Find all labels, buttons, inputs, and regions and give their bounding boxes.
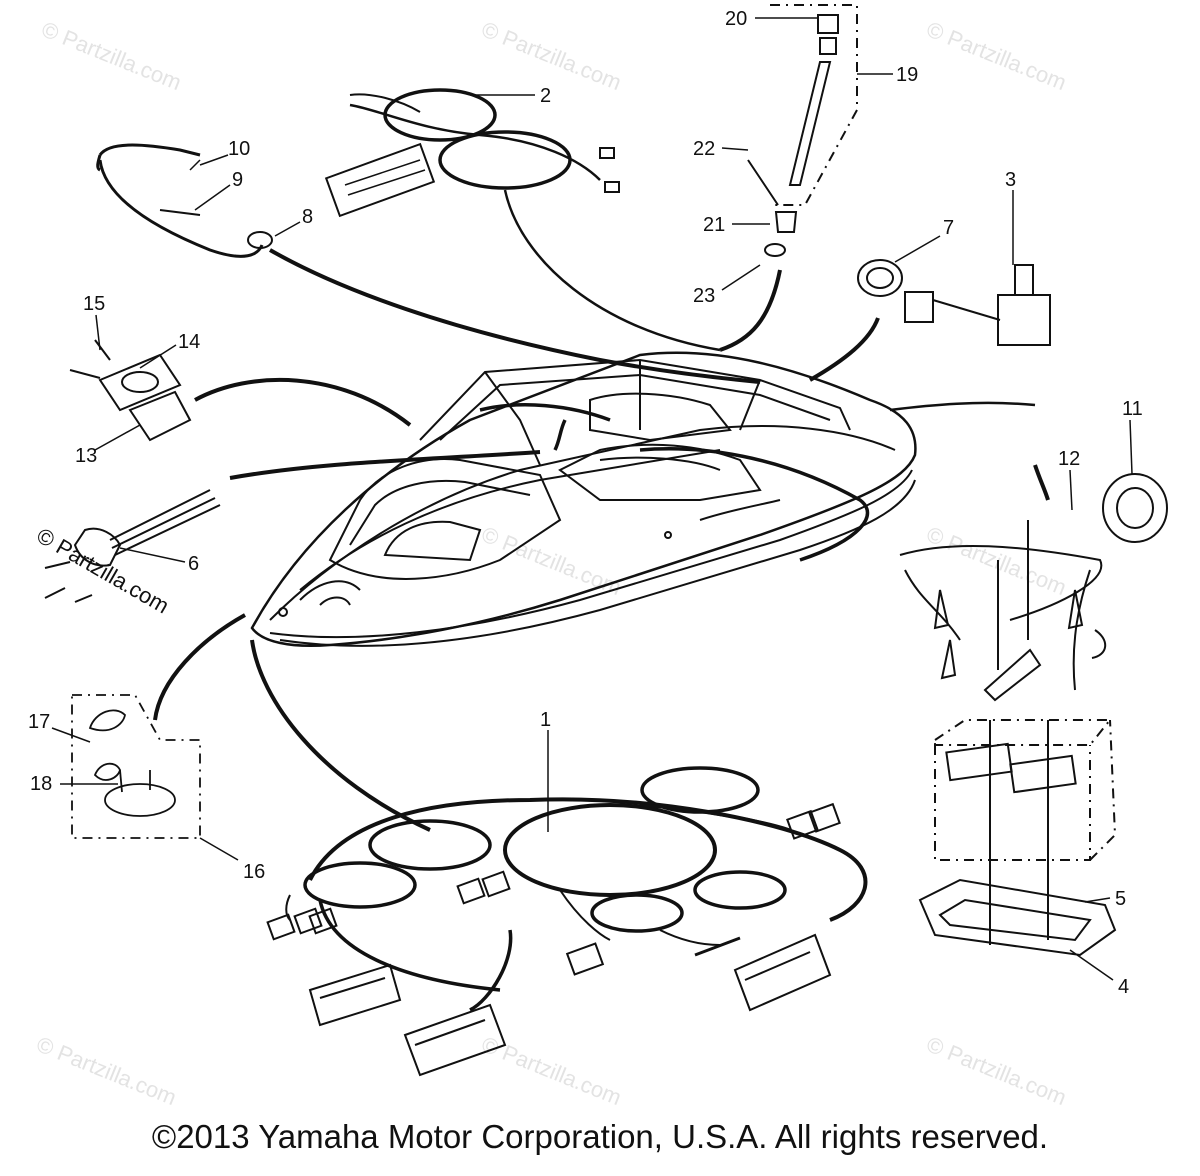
callout-23: 23 [693, 285, 715, 307]
boat-hull [250, 351, 917, 647]
switch-13-14-15 [69, 339, 412, 442]
callout-4: 4 [1118, 976, 1129, 998]
watermark: © Partzilla.com [923, 521, 1070, 600]
callout-10: 10 [228, 138, 250, 160]
leader-lines [51, 17, 1133, 981]
watermark: © Partzilla.com [923, 1031, 1070, 1110]
callout-labels: 1 2 3 4 5 6 7 8 9 10 11 12 13 14 15 16 1… [28, 8, 1143, 998]
watermark: © Partzilla.com [33, 1031, 180, 1110]
sub-harness-2 [324, 88, 721, 352]
callout-15: 15 [83, 293, 105, 315]
callout-8: 8 [302, 206, 313, 228]
callout-19: 19 [896, 64, 918, 86]
watermark: © Partzilla.com [38, 16, 185, 95]
callout-2: 2 [540, 85, 551, 107]
part-19-23-assembly [719, 4, 858, 352]
callout-11: 11 [1122, 398, 1143, 420]
callout-18: 18 [30, 773, 52, 795]
part-3-7 [809, 259, 1051, 382]
watermark: © Partzilla.com [478, 1031, 625, 1110]
callout-6: 6 [188, 553, 199, 575]
callout-16: 16 [243, 861, 265, 883]
callout-3: 3 [1005, 169, 1016, 191]
watermark: © Partzilla.com [478, 16, 625, 95]
callout-13: 13 [75, 445, 97, 467]
arrows [479, 403, 870, 562]
callout-1: 1 [540, 709, 551, 731]
callout-20: 20 [725, 8, 747, 30]
part-6-cable [44, 450, 541, 603]
battery-cable-8 [96, 143, 761, 384]
callout-21: 21 [703, 214, 725, 236]
main-wire-harness [250, 639, 868, 1012]
callout-22: 22 [693, 138, 715, 160]
callout-12: 12 [1058, 448, 1080, 470]
battery-group [889, 401, 1168, 957]
callout-5: 5 [1115, 888, 1126, 910]
watermark: © Partzilla.com [923, 16, 1070, 95]
callout-7: 7 [943, 217, 954, 239]
callout-17: 17 [28, 711, 50, 733]
callout-14: 14 [178, 331, 200, 353]
callout-9: 9 [232, 169, 243, 191]
part-16-box [71, 613, 246, 839]
copyright-notice: ©2013 Yamaha Motor Corporation, U.S.A. A… [151, 1118, 1049, 1155]
harness-connectors [266, 802, 841, 1077]
